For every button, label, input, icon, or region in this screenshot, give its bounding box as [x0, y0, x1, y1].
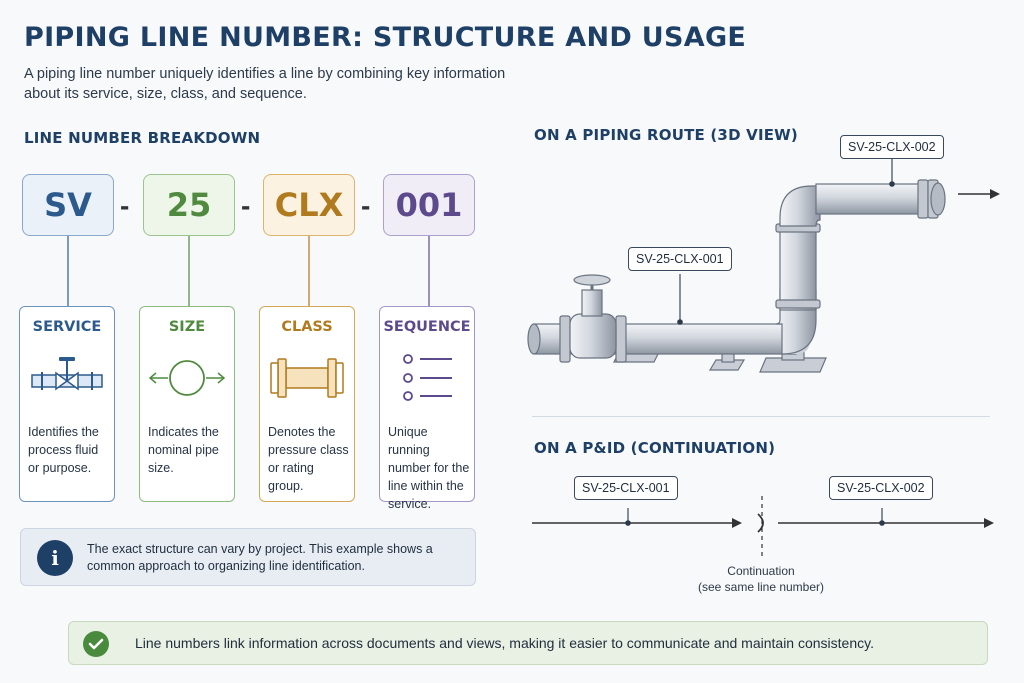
page-subtitle: A piping line number uniquely identifies… [24, 66, 506, 102]
breakdown-heading: LINE NUMBER BREAKDOWN [24, 129, 261, 147]
valve-3d [569, 274, 617, 359]
pid-heading: ON A P&ID (CONTINUATION) [534, 439, 776, 457]
separator-3: - [361, 190, 371, 221]
segment-sequence: 001 [383, 174, 475, 236]
pid-label-left: SV-25-CLX-001 [574, 476, 678, 500]
pipe-upper [815, 183, 927, 215]
card-class-title: CLASS [281, 319, 333, 335]
footer-text: Line numbers link information across doc… [135, 635, 874, 651]
pid-drawing [532, 496, 994, 560]
card-sequence-title: SEQUENCE [383, 319, 471, 335]
card-sequence-desc: Unique running number for the line withi… [388, 425, 470, 511]
separator-2: - [241, 190, 251, 221]
checkmark-icon [83, 631, 109, 657]
segment-class: CLX [263, 174, 355, 236]
separator-1: - [120, 190, 130, 221]
valve-icon [31, 357, 103, 391]
card-size: SIZE Indicates the nominal pipe size. [139, 306, 235, 502]
section-divider [532, 416, 990, 417]
pipe-riser [779, 229, 817, 311]
card-size-desc: Indicates the nominal pipe size. [148, 425, 219, 475]
card-service: SERVICE Identifies the process fluid or … [19, 306, 115, 502]
pid-label-right: SV-25-CLX-002 [829, 476, 933, 500]
route3d-heading: ON A PIPING ROUTE (3D VIEW) [534, 126, 798, 144]
continuation-label: Continuation (see same line number) [676, 563, 846, 595]
card-service-desc: Identifies the process fluid or purpose. [28, 425, 99, 475]
card-size-title: SIZE [168, 319, 206, 335]
page-title: PIPING LINE NUMBER: STRUCTURE AND USAGE [24, 22, 747, 53]
info-icon: i [37, 540, 73, 576]
pipe-diameter-icon [148, 360, 226, 396]
list-icon [403, 354, 452, 401]
card-sequence: SEQUENCE Unique running number for the l… [379, 306, 475, 511]
footer-note: Line numbers link information across doc… [68, 621, 988, 665]
route3d-label-upper: SV-25-CLX-002 [840, 135, 944, 159]
route3d-label-lower: SV-25-CLX-001 [628, 247, 732, 271]
piping-3d-drawing [527, 158, 1000, 373]
card-class: CLASS Denotes the pressure class or rati… [259, 306, 355, 502]
card-class-desc: Denotes the pressure class or rating gro… [268, 425, 349, 493]
info-text: The exact structure can vary by project.… [87, 542, 433, 573]
info-note: i The exact structure can vary by projec… [20, 528, 476, 586]
continuation-note: (see same line number) [697, 580, 825, 594]
segment-size: 25 [143, 174, 235, 236]
continuation-title: Continuation [727, 564, 795, 578]
card-service-title: SERVICE [32, 319, 102, 335]
connector-lines [67, 236, 430, 306]
segment-service: SV [22, 174, 114, 236]
flanged-spool-icon [270, 358, 344, 398]
